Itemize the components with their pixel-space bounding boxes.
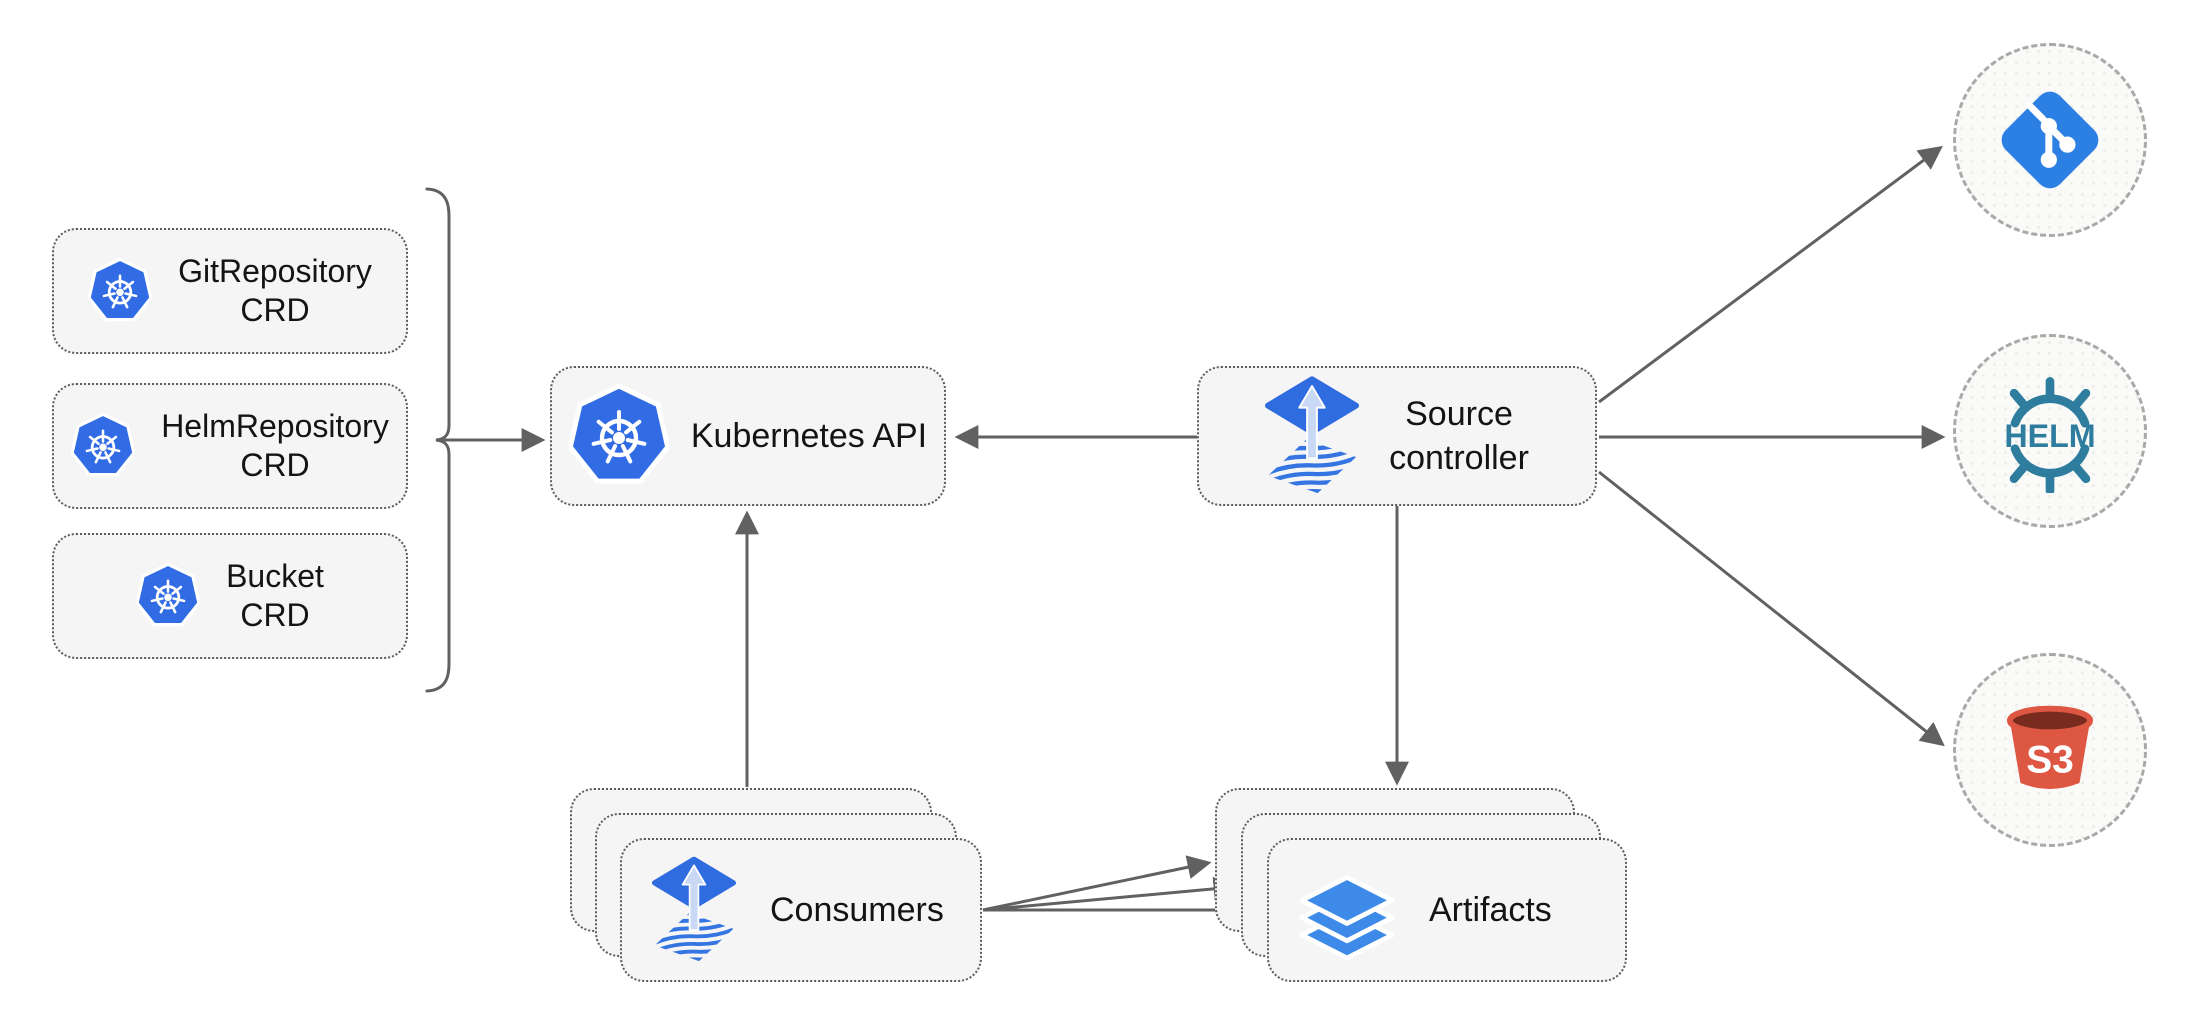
node-label: HelmRepository CRD (161, 407, 389, 483)
kubernetes-icon (71, 413, 135, 479)
flux-icon (652, 856, 736, 964)
arrow-consumers-to-artifacts-2 (982, 876, 1238, 912)
node-label: Kubernetes API (690, 416, 928, 455)
node-label: Consumers (770, 890, 944, 929)
node-label: Artifacts (1429, 890, 1552, 929)
node-helmrepository-crd: HelmRepository CRD (52, 383, 408, 509)
crd-group-bracket (425, 187, 451, 693)
node-helm-source: HELM (1953, 334, 2147, 528)
helm-icon: HELM (2004, 377, 2096, 493)
node-gitrepository-crd: GitRepository CRD (52, 228, 408, 354)
kubernetes-icon (88, 258, 152, 324)
kubernetes-icon (136, 563, 200, 629)
node-label: Bucket CRD (226, 557, 324, 633)
flux-icon (1265, 376, 1359, 496)
arrow-source-to-git (1598, 145, 1943, 404)
node-s3-source: S3 (1953, 653, 2147, 847)
helm-wordmark: HELM (2004, 418, 2095, 454)
kubernetes-icon (569, 384, 669, 488)
s3-bucket-icon: S3 (2006, 705, 2094, 789)
node-source-controller: Source controller (1197, 366, 1597, 506)
node-label: GitRepository CRD (178, 252, 372, 328)
layers-icon (1299, 860, 1395, 960)
node-git-source (1953, 43, 2147, 237)
node-kubernetes-api: Kubernetes API (550, 366, 946, 506)
node-bucket-crd: Bucket CRD (52, 533, 408, 659)
s3-wordmark: S3 (2026, 738, 2074, 781)
arrow-source-to-s3 (1598, 470, 1945, 747)
node-label: Source controller (1389, 394, 1529, 477)
arrow-consumers-to-artifacts-1 (982, 855, 1212, 912)
node-consumers: Consumers (620, 838, 982, 982)
git-icon (2001, 91, 2099, 189)
node-artifacts: Artifacts (1267, 838, 1627, 982)
